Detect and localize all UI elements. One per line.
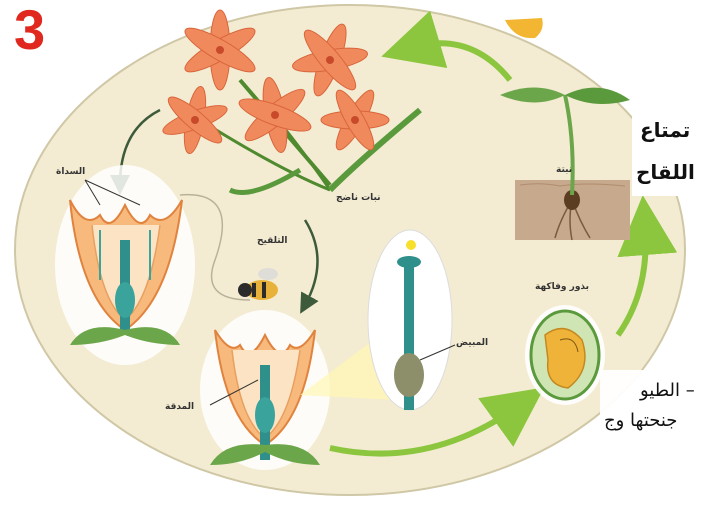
flower-cross-section-left [55, 165, 195, 365]
label-pistil: المدقة [165, 402, 194, 412]
slide-number: 3 [14, 2, 45, 58]
label-seeds-fruit: بذور وفاكهة [535, 282, 589, 292]
label-ovary: المبيض [456, 338, 488, 348]
label-seedling: نبتة [556, 165, 572, 175]
seed-and-fruit [525, 305, 605, 405]
side-text-line4: جنحتها وج [604, 410, 677, 431]
label-pollination: التلقيح [257, 236, 287, 246]
label-stamens: السداة [56, 167, 85, 177]
label-mature-plant: نبات ناضج [336, 193, 381, 203]
side-text-line2: اللقاح [636, 160, 695, 184]
side-text-line1: تمتاع [640, 118, 690, 142]
side-text-line3: – الطيو [640, 380, 695, 401]
